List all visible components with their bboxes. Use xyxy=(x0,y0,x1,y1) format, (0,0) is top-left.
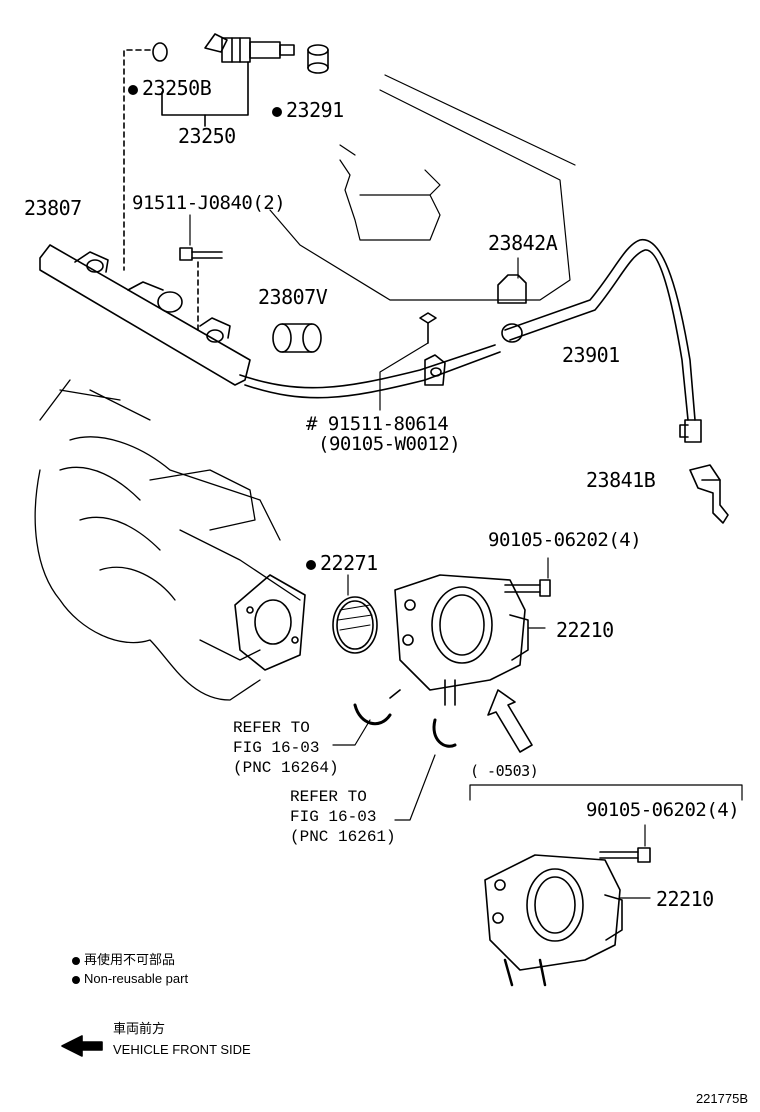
label-90105-06202-bottom: 90105-06202(4) xyxy=(586,799,740,821)
diagram-id: 221775B xyxy=(695,1091,748,1106)
legend-text: 再使用不可部品 xyxy=(84,952,176,967)
gasket-part xyxy=(332,596,378,654)
bolt-part xyxy=(179,247,223,261)
legend-nonreusable-jp: 再使用不可部品 xyxy=(72,953,175,966)
refer-note-16264: REFER TO FIG 16-03 (PNC 16264) xyxy=(233,719,339,777)
refer-note-16261: REFER TO FIG 16-03 (PNC 16261) xyxy=(290,788,396,846)
pulsation-damper-part xyxy=(272,323,322,353)
variant-bracket xyxy=(469,784,743,801)
throttle-body-part xyxy=(389,574,529,706)
label-23901: 23901 xyxy=(562,343,620,367)
view-arrow xyxy=(487,689,533,753)
label-23841B: 23841B xyxy=(586,468,656,492)
label-23250B: 23250B xyxy=(128,76,212,100)
dashed-leader xyxy=(123,49,151,271)
front-arrow-icon xyxy=(61,1035,103,1057)
throttle-bolt-part xyxy=(504,579,551,597)
non-reusable-dot-icon xyxy=(72,975,80,984)
label-23291: 23291 xyxy=(272,100,344,120)
label-22210-top: 22210 xyxy=(556,618,614,642)
throttle-body-part-2 xyxy=(484,854,623,987)
label-text: 23291 xyxy=(286,98,344,122)
legend-text: Non-reusable part xyxy=(84,971,189,986)
label-text: 23250B xyxy=(142,76,212,100)
label-23807: 23807 xyxy=(24,196,82,220)
insulator-part xyxy=(307,44,329,74)
engine-outline xyxy=(34,379,301,701)
retainer-part xyxy=(497,274,527,304)
hose-right xyxy=(432,718,457,748)
legend-front-en: VEHICLE FRONT SIDE xyxy=(113,1042,251,1057)
fuel-pipe-part xyxy=(239,239,702,443)
hose-left xyxy=(353,703,392,726)
legend-nonreusable-en: Non-reusable part xyxy=(72,972,188,985)
clamp-part xyxy=(424,354,446,386)
label-text: 22271 xyxy=(320,551,378,575)
intake-manifold-outline xyxy=(269,74,576,301)
label-22210-bottom: 22210 xyxy=(656,887,714,911)
label-91511-J0840: 91511-J0840(2) xyxy=(132,192,286,214)
legend-front-jp: 車両前方 xyxy=(113,1021,166,1036)
label-90105-06202-top: 90105-06202(4) xyxy=(488,529,642,551)
label-0503: ( -0503) xyxy=(470,762,539,780)
manifold-flange xyxy=(234,574,306,671)
non-reusable-dot-icon xyxy=(72,956,80,965)
throttle-bolt-part-2 xyxy=(599,847,651,863)
label-23250: 23250 xyxy=(178,124,236,148)
label-23842A: 23842A xyxy=(488,231,558,255)
non-reusable-dot-icon xyxy=(128,84,138,95)
label-23807V: 23807V xyxy=(258,285,328,309)
non-reusable-dot-icon xyxy=(306,559,316,570)
label-91511-80614: # 91511-80614 xyxy=(306,413,449,435)
fuel-rail-part xyxy=(39,244,251,386)
label-90105-W0012: (90105-W0012) xyxy=(318,433,461,455)
fuel-injector-part xyxy=(204,33,295,63)
pipe-connector xyxy=(501,323,523,343)
o-ring-part xyxy=(152,42,168,62)
non-reusable-dot-icon xyxy=(272,106,282,117)
clip-part xyxy=(689,464,729,524)
label-22271: 22271 xyxy=(306,553,378,573)
bolt-part-2 xyxy=(419,312,437,344)
